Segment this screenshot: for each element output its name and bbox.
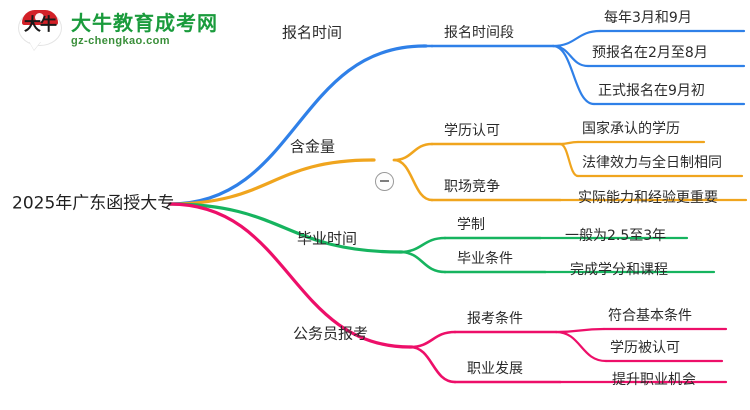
subtopic-3-2[interactable]: 毕业条件: [457, 251, 513, 267]
watermark-domain: gz-chengkao.com: [71, 34, 170, 47]
leaf-1-1-3[interactable]: 正式报名在9月初: [598, 83, 705, 99]
logo-chars: 大牛: [24, 15, 57, 35]
leaf-4-1-2[interactable]: 学历被认可: [610, 340, 680, 356]
branch-label-2[interactable]: 含金量: [290, 137, 336, 156]
logo-bubble-icon: 大牛: [18, 8, 64, 52]
leaf-3-1-1[interactable]: 一般为2.5至3年: [565, 228, 667, 244]
leaf-4-2-1[interactable]: 提升职业机会: [612, 372, 696, 388]
leaf-2-1-2[interactable]: 法律效力与全日制相同: [582, 155, 722, 171]
leaf-2-1-1[interactable]: 国家承认的学历: [582, 121, 680, 137]
subtopic-1-1[interactable]: 报名时间段: [444, 25, 514, 41]
watermark-logo: 大牛 大牛教育成考网 gz-chengkao.com: [18, 8, 218, 52]
watermark-title: 大牛教育成考网: [71, 10, 218, 35]
subtopic-4-1[interactable]: 报考条件: [467, 311, 523, 327]
leaf-1-1-1[interactable]: 每年3月和9月: [604, 10, 692, 26]
subtopic-2-2[interactable]: 职场竞争: [444, 179, 500, 195]
leaf-1-1-2[interactable]: 预报名在2月至8月: [592, 45, 708, 61]
branch-label-1[interactable]: 报名时间: [282, 23, 343, 42]
branch-label-4[interactable]: 公务员报考: [293, 324, 369, 343]
leaf-2-2-1[interactable]: 实际能力和经验更重要: [578, 190, 718, 206]
leaf-4-1-1[interactable]: 符合基本条件: [608, 308, 692, 324]
subtopic-3-1[interactable]: 学制: [457, 217, 485, 233]
branch-label-3[interactable]: 毕业时间: [297, 229, 358, 248]
collapse-toggle-icon[interactable]: [375, 172, 394, 191]
root-node[interactable]: 2025年广东函授大专: [12, 193, 175, 214]
leaf-3-2-1[interactable]: 完成学分和课程: [570, 262, 668, 278]
subtopic-2-1[interactable]: 学历认可: [444, 123, 500, 139]
subtopic-4-2[interactable]: 职业发展: [467, 361, 523, 377]
